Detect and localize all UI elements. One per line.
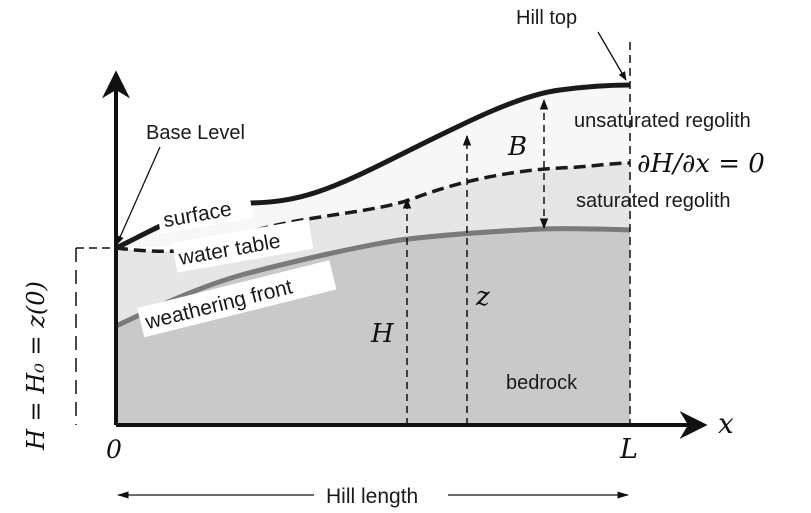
base-condition-label: H = H₀ = z(0) bbox=[22, 281, 50, 451]
z-symbol: z bbox=[475, 282, 490, 312]
base-level-label: Base Level bbox=[146, 122, 245, 144]
weathering-front-line bbox=[114, 226, 631, 329]
zero-label: 0 bbox=[106, 435, 122, 464]
bedrock-region bbox=[116, 228, 630, 425]
x-axis-symbol: x bbox=[718, 407, 734, 440]
unsaturated-regolith-label: unsaturated regolith bbox=[574, 110, 751, 132]
boundary-condition-label: ∂H/∂x = 0 bbox=[637, 149, 765, 179]
h-symbol: H bbox=[370, 319, 395, 349]
b-symbol: B bbox=[507, 132, 527, 162]
hill-top-label: Hill top bbox=[516, 7, 577, 29]
l-symbol: L bbox=[619, 434, 638, 465]
bedrock-label: bedrock bbox=[506, 372, 578, 394]
base-level-pointer bbox=[116, 146, 161, 245]
saturated-regolith-label: saturated regolith bbox=[576, 190, 731, 212]
hill-top-pointer bbox=[597, 31, 627, 81]
hill-length-label: Hill length bbox=[326, 485, 418, 508]
